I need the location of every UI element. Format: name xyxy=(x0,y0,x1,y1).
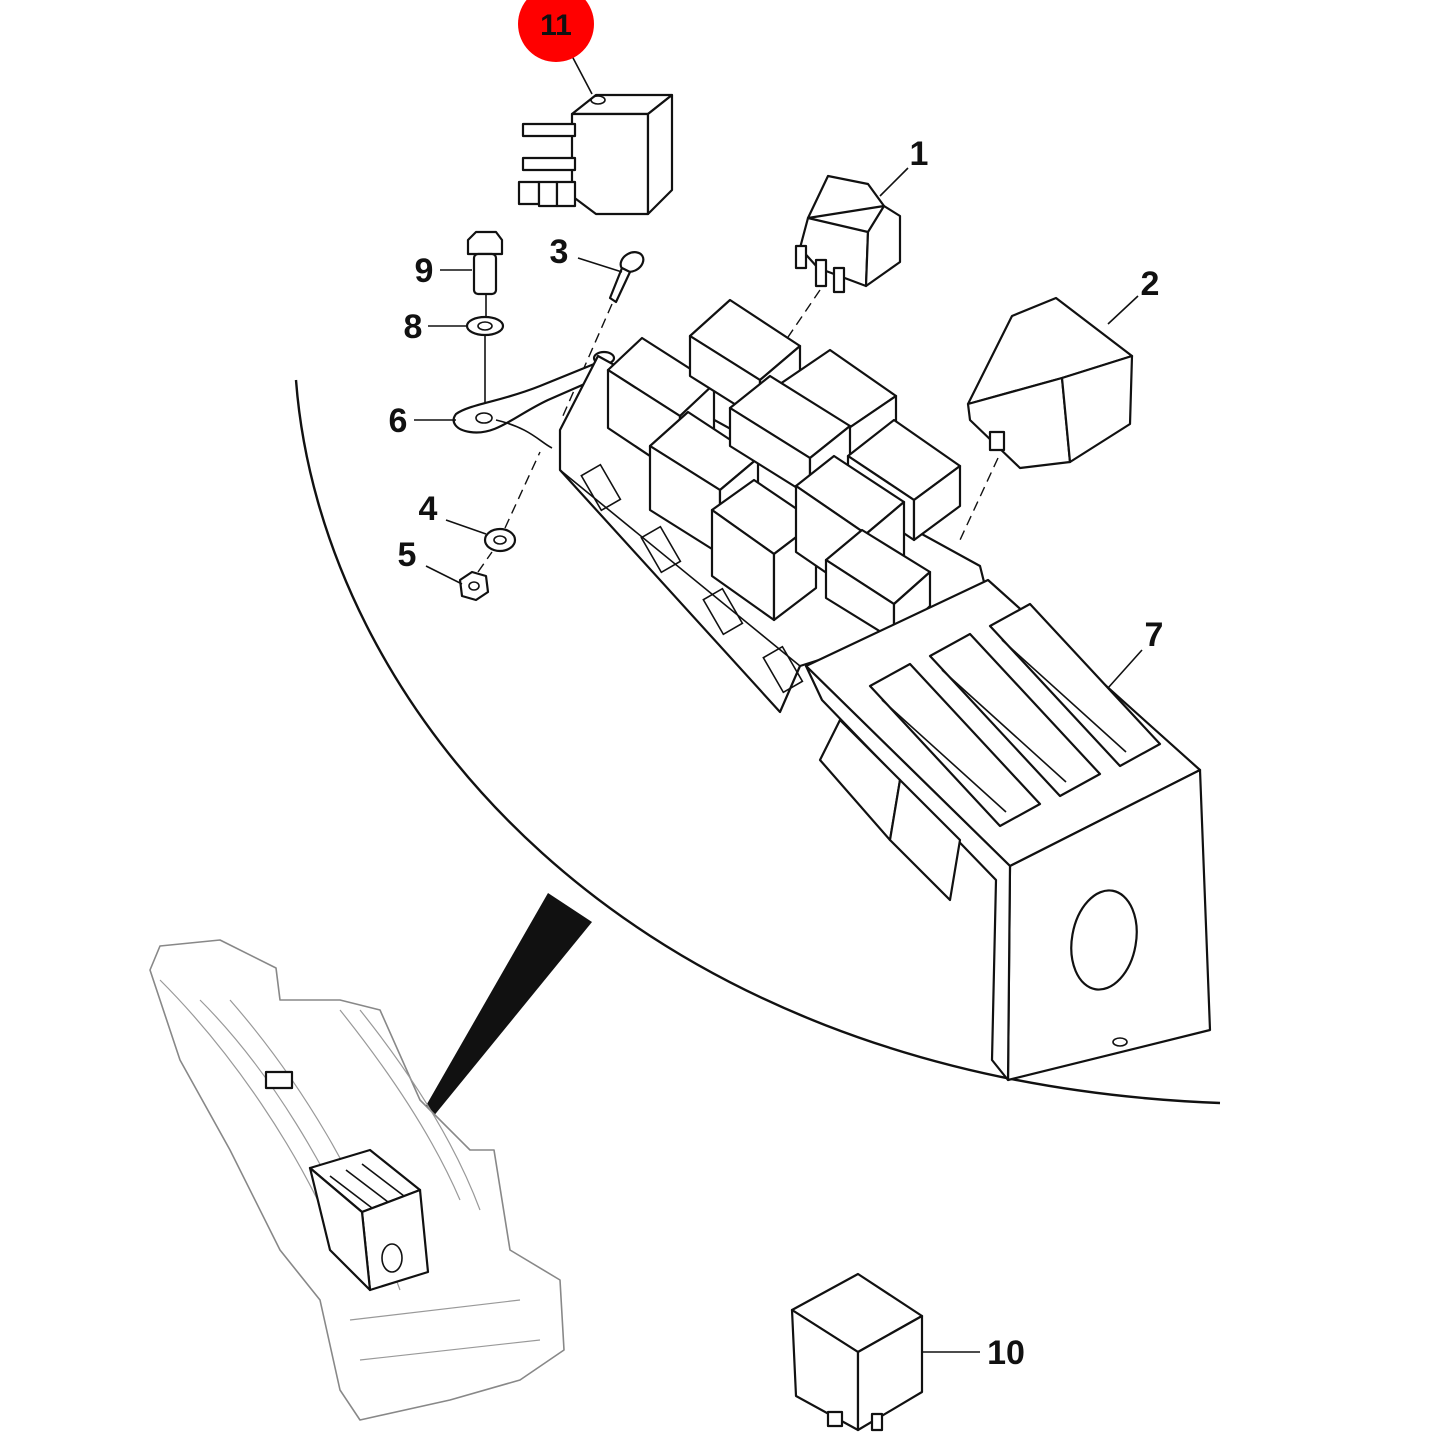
relay-10 xyxy=(790,1272,924,1432)
callout-6: 6 xyxy=(389,402,408,440)
bracket-6 xyxy=(452,350,616,449)
relay-cluster xyxy=(558,298,992,714)
zoom-wedge xyxy=(388,893,592,1172)
washer-4 xyxy=(483,527,517,553)
relay-2 xyxy=(966,296,1134,470)
callout-5: 5 xyxy=(398,536,417,574)
callout-9: 9 xyxy=(415,252,434,290)
bolt-9 xyxy=(466,230,504,296)
washer-8 xyxy=(465,315,505,337)
callout-7: 7 xyxy=(1145,616,1164,654)
relay-1 xyxy=(794,174,902,294)
callout-1: 1 xyxy=(910,135,929,173)
callout-3: 3 xyxy=(550,233,569,271)
screw-3 xyxy=(608,251,645,304)
fuse-box-7 xyxy=(804,578,1212,1082)
relay-11 xyxy=(517,93,674,216)
callout-4: 4 xyxy=(419,490,438,528)
detail-view-arc xyxy=(294,379,1221,1105)
nut-5 xyxy=(458,570,490,602)
callout-10: 10 xyxy=(987,1334,1025,1372)
callout-2: 2 xyxy=(1141,265,1160,303)
callout-11: 11 xyxy=(540,9,572,42)
callout-8: 8 xyxy=(404,308,423,346)
vehicle-overview xyxy=(149,939,565,1421)
highlight-badge-11[interactable]: 11 xyxy=(518,0,594,62)
